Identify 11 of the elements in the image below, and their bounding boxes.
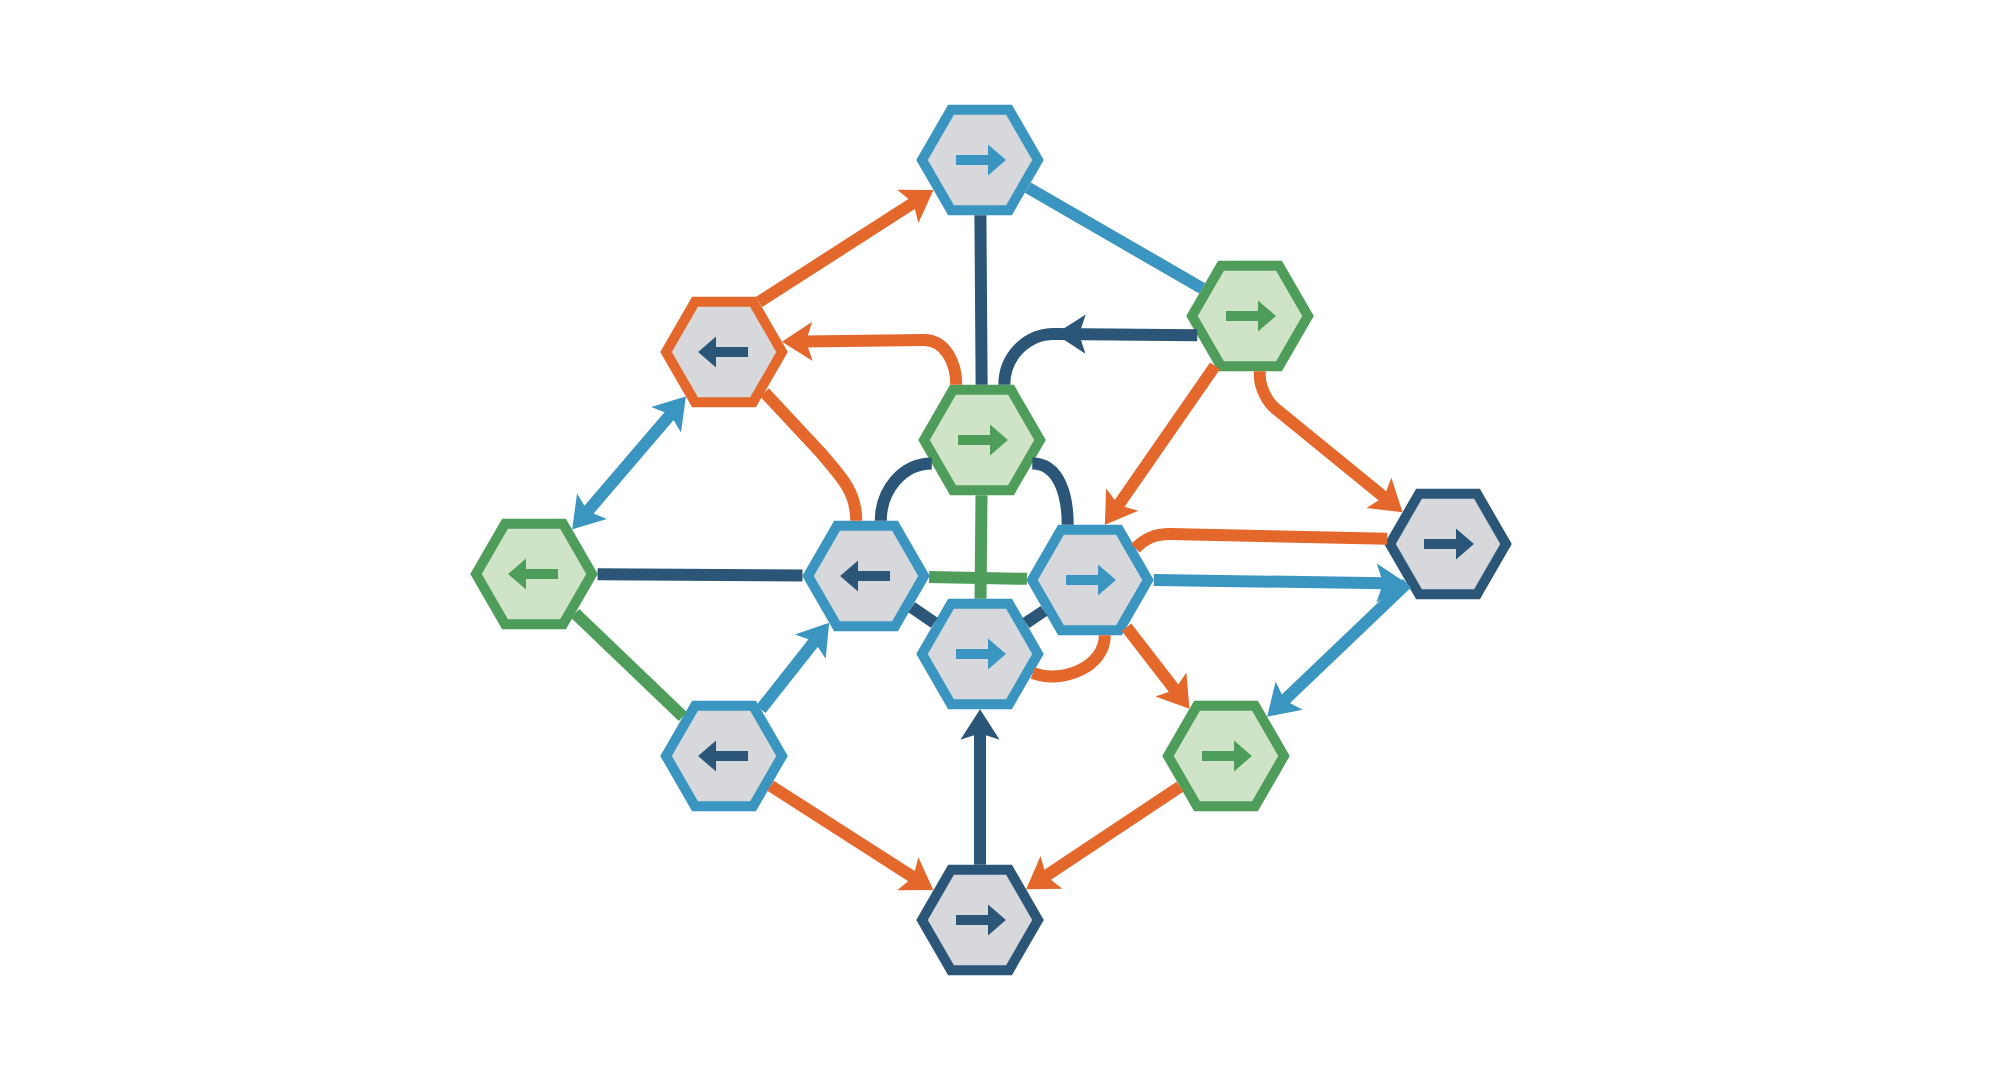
connector-line (974, 215, 988, 385)
connector-line (874, 457, 933, 522)
connector-line (597, 568, 803, 582)
connector-line (929, 571, 1027, 585)
connector-line (974, 495, 988, 599)
connector-line (760, 388, 863, 522)
connector-line (908, 602, 938, 628)
connector-line (1024, 182, 1206, 294)
connector-line (570, 608, 688, 721)
connector-line (1131, 528, 1388, 553)
connector-line (1022, 605, 1048, 629)
